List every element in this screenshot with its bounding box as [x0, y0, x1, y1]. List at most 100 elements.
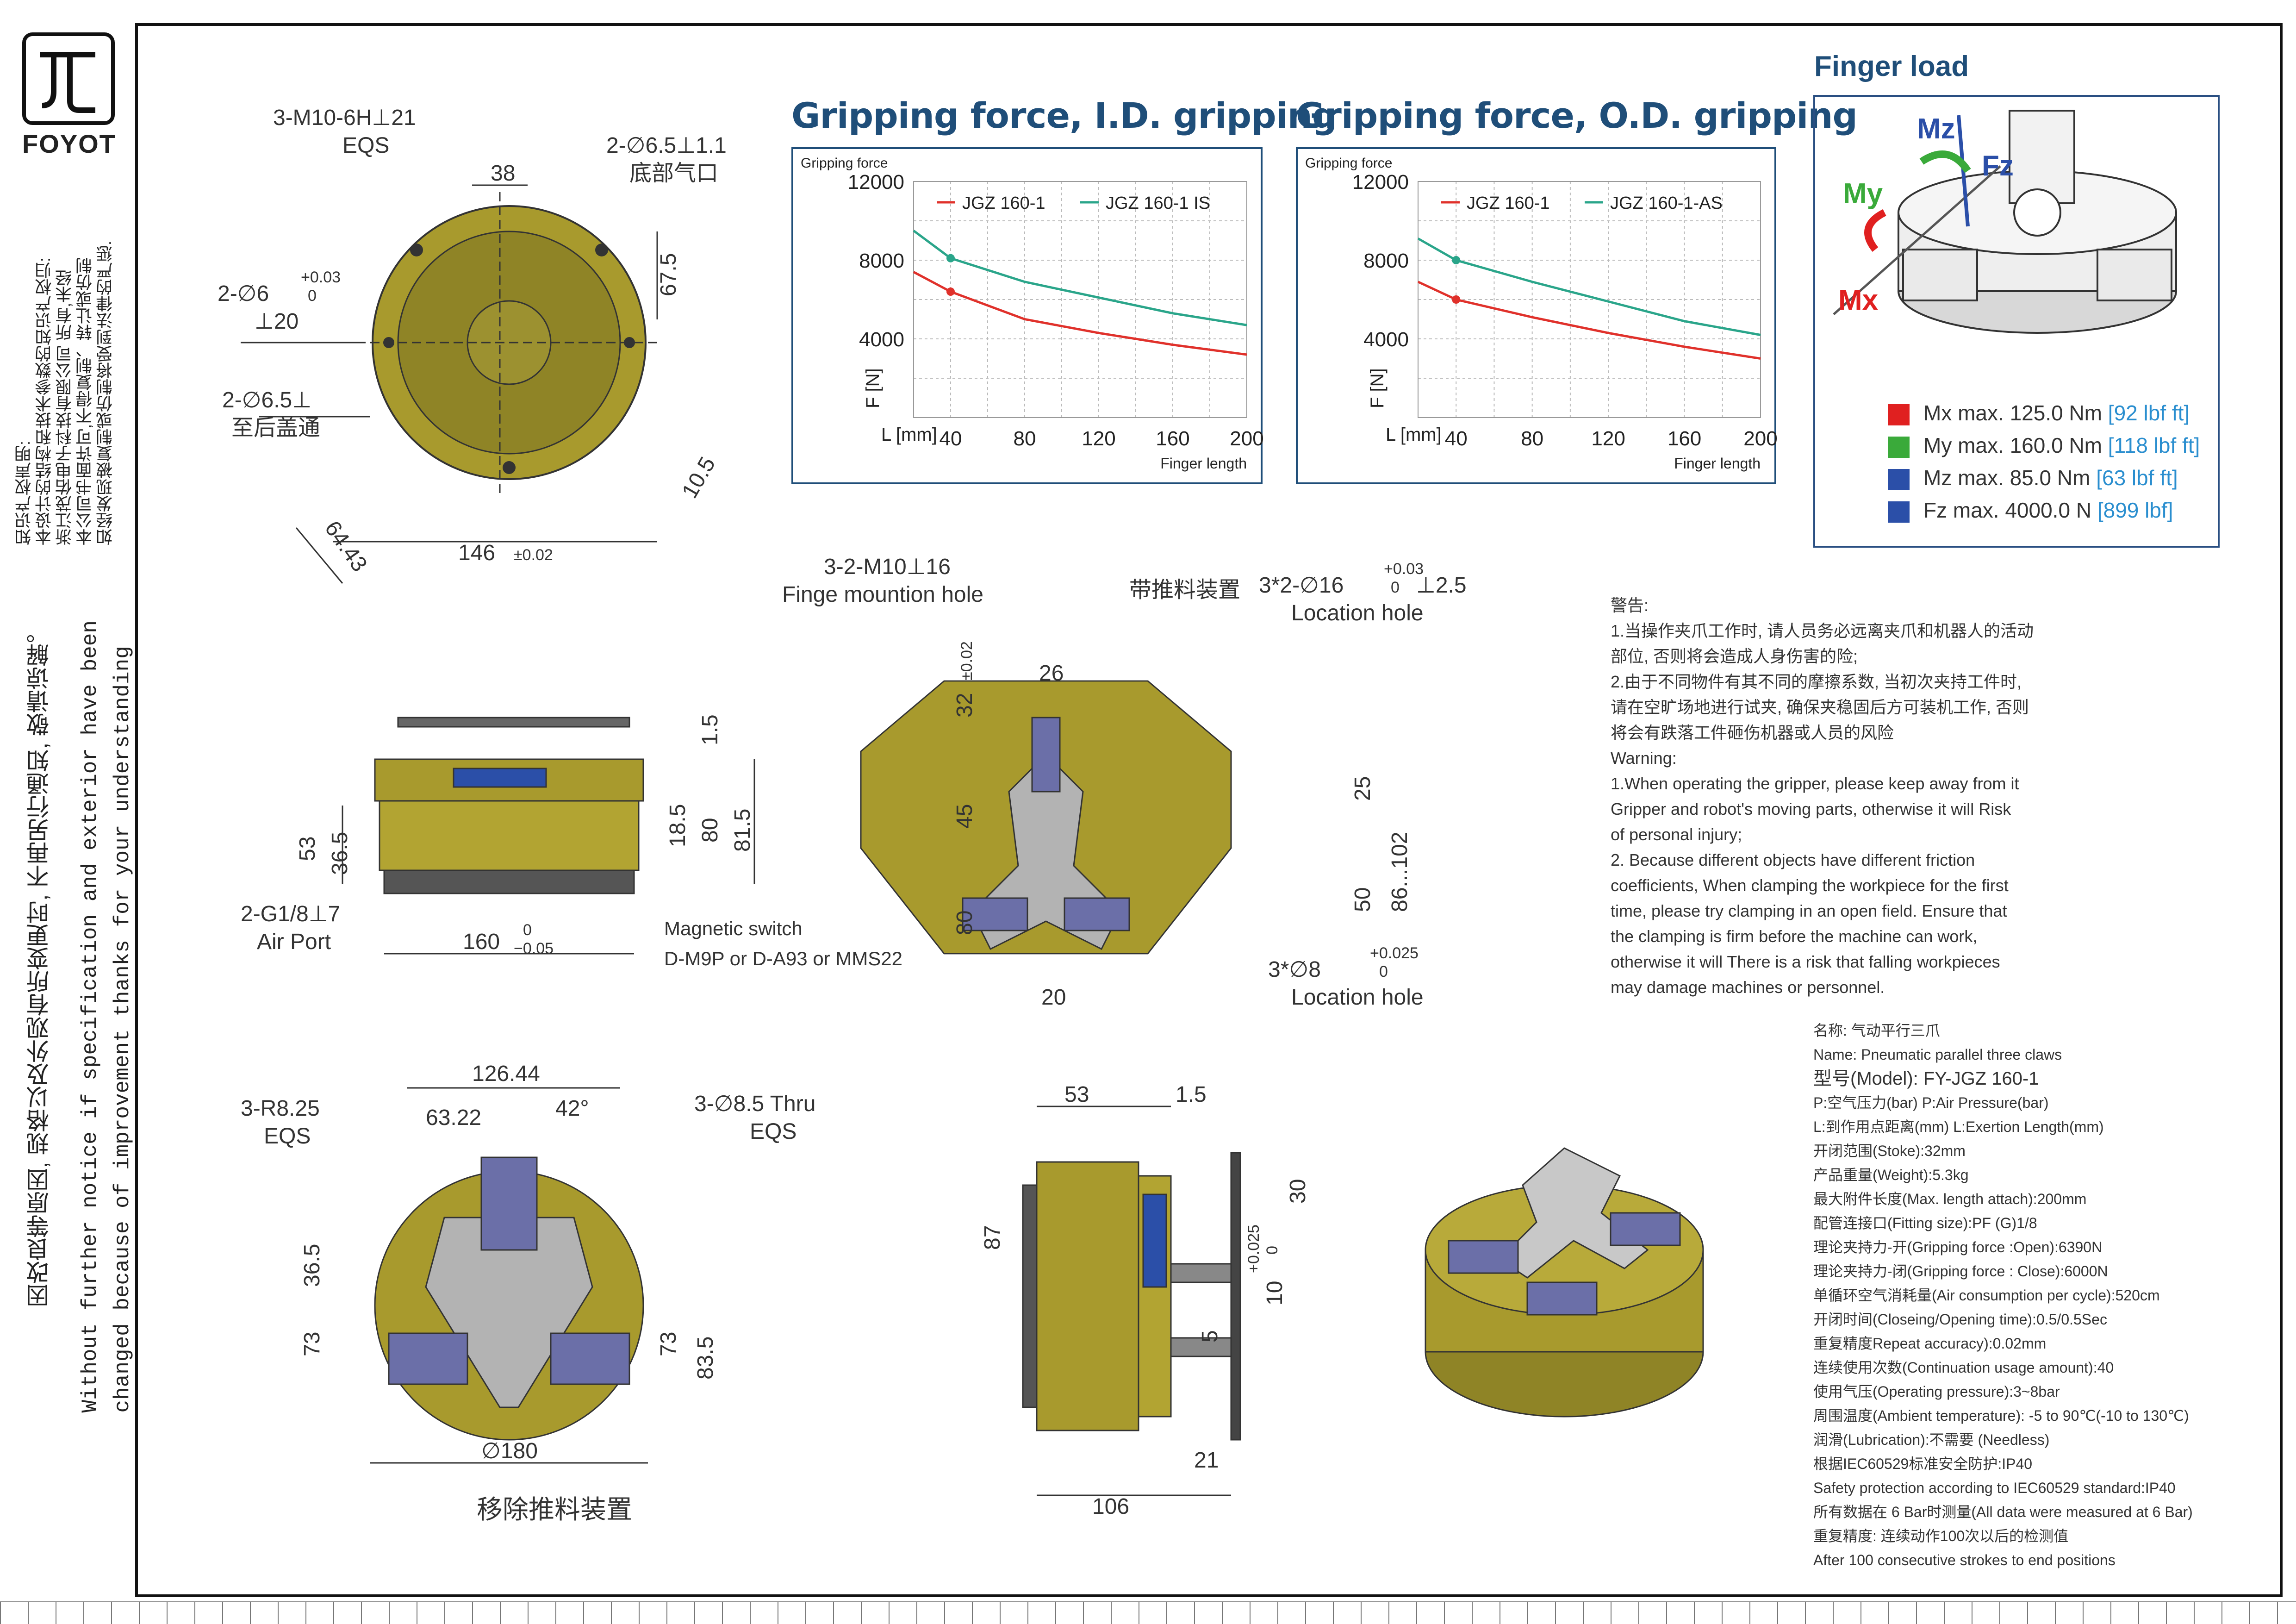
row-sym: Mx: [1923, 401, 1952, 425]
row-sym: Mz: [1923, 466, 1952, 490]
spec-line: Safety protection according to IEC60529 …: [1813, 1480, 2176, 1496]
bsv-dim-10: 10: [1263, 1281, 1287, 1305]
spec-line: 型号(Model): FY-JGZ 160-1: [1813, 1068, 2039, 1089]
btv-ang42: 42°: [555, 1096, 589, 1121]
btv-dim-365: 36.5: [300, 1244, 324, 1287]
y-axis-top-label: Gripping force: [801, 156, 888, 171]
ctv-dim-25: 25: [1350, 776, 1375, 801]
chart-title-id: Gripping force, I.D. gripping: [791, 95, 1337, 136]
spec-line: 周围温度(Ambient temperature): -5 to 90℃(-10…: [1813, 1407, 2189, 1424]
dim-105: 10.5: [678, 453, 721, 502]
ctv-loc2-tol-bot: 0: [1379, 963, 1388, 981]
side-dim-815: 81.5: [730, 809, 755, 852]
cn-notice: 因改良等原因, 规格以及外观有所变更时, 不再另行通知, 敬请谅解。: [23, 620, 56, 1307]
bsv-dim-10-tol-bot: 0: [1263, 1246, 1281, 1255]
ctv-dim-20: 20: [1041, 985, 1066, 1010]
dim-hole65b: 2-∅6.5⊥: [222, 388, 311, 412]
row-sym: Fz: [1923, 498, 1948, 522]
cn-notice-line: 因改良等原因, 规格以及外观有所变更时, 不再另行通知, 敬请谅解。: [26, 620, 52, 1307]
x-tick-label: 120: [1591, 427, 1625, 450]
y-tick-label: 8000: [1363, 250, 1409, 272]
spec-line: 使用气压(Operating pressure):3~8bar: [1813, 1383, 2060, 1400]
ip-line: 本公司书面许可,不得复制、转让或仿制: [75, 257, 94, 546]
ctv-loc2-en: Location hole: [1291, 985, 1424, 1010]
en-notice-line: Without further notice if specification …: [78, 620, 102, 1413]
dim-hole65a: 2-∅6.5⊥1.1: [606, 133, 727, 158]
ip-line: 知识产权声明:: [14, 441, 33, 546]
y-tick-label: 4000: [1363, 328, 1409, 351]
finger-load-row-mx: Mx max. 125.0 Nm [92 lbf ft]: [1888, 400, 2190, 425]
ctv-thread: 3-2-M10⊥16: [824, 555, 951, 579]
side-dim-80: 80: [698, 818, 722, 843]
ctv-loc2: 3*∅8: [1268, 957, 1321, 982]
warning-line: 部位, 否则将会造成人身伤害的险;: [1611, 647, 1858, 666]
btv-footer: 移除推料装置: [477, 1495, 632, 1524]
btv-dim-180: ∅180: [481, 1439, 538, 1463]
top-view-drawing: 3-M10-6H⊥21 EQS 38 2-∅6.5⊥1.1 底部气口 2-∅6 …: [218, 106, 727, 584]
btv-r825-eqs: EQS: [264, 1124, 311, 1149]
row-lbf: [899 lbf]: [2097, 498, 2173, 522]
row-lbf: [63 lbf ft]: [2096, 466, 2178, 490]
finger-load-title: Finger load: [1814, 50, 1969, 82]
series-marker-1: [1452, 256, 1461, 264]
series-line-1: [913, 230, 1247, 326]
y-tick-label: 8000: [859, 250, 904, 272]
series-marker-0: [946, 287, 955, 296]
series-line-0: [1417, 281, 1761, 360]
x-axis-left-label: L [mm]: [881, 425, 937, 445]
warning-line: of personal injury;: [1611, 825, 1742, 844]
side-dim-365: 36.5: [328, 832, 352, 875]
side-dim-15: 1.5: [698, 714, 722, 745]
ctv-dim-32-tol: ±0.02: [958, 641, 976, 681]
spec-line: 重复精度: 连续动作100次以后的检测值: [1813, 1528, 2069, 1544]
dim-hole65b-note: 至后盖通: [231, 416, 320, 440]
legend-label-1: JGZ 160-1 IS: [1106, 194, 1210, 213]
x-tick-label: 40: [940, 427, 962, 450]
x-tick-label: 160: [1668, 427, 1701, 450]
spec-line: P:空气压力(bar) P:Air Pressure(bar): [1813, 1094, 2049, 1111]
dim-6443: 64.43: [320, 517, 372, 576]
bsv-dim-15: 1.5: [1176, 1082, 1207, 1107]
axis-label-fz: Fz: [1982, 150, 2014, 182]
dim-146: 146: [458, 541, 495, 565]
spec-line: 名称: 气动平行三爪: [1813, 1022, 1940, 1039]
warning-line: 1.当操作夹爪工作时, 请人员务必远离夹爪和机器人的活动: [1611, 621, 2034, 640]
x-tick-label: 160: [1156, 427, 1189, 450]
y-tick-label: 12000: [1352, 171, 1409, 194]
warning-line: otherwise it will There is a risk that f…: [1611, 952, 2000, 971]
ctv-dim-50: 50: [1350, 887, 1375, 912]
btv-dim-73a: 73: [300, 1332, 324, 1356]
spec-line: Name: Pneumatic parallel three claws: [1813, 1046, 2062, 1063]
btv-dim-12644: 126.44: [472, 1062, 540, 1086]
spec-line: 最大附件长度(Max. length attach):200mm: [1813, 1191, 2087, 1207]
drawing-frame: [135, 23, 2283, 1597]
side-mag: Magnetic switch: [664, 918, 803, 939]
foyot-logo-icon: [22, 32, 115, 125]
ip-line: 本设计的结构和技术参数的知识产权归:: [35, 257, 54, 546]
warning-line: 2. Because different objects have differ…: [1611, 850, 1975, 869]
brand-name: FOYOT: [22, 129, 116, 158]
spec-line: 理论夹持力-开(Gripping force :Open):6390N: [1813, 1239, 2103, 1255]
ip-line: 如经发现被复制或仿制将受到法律的严惩.: [96, 241, 115, 546]
side-dim-185: 18.5: [666, 804, 690, 847]
bsv-dim-10-tol-top: +0.025: [1245, 1224, 1263, 1273]
y-axis-label: F [N]: [863, 368, 883, 408]
ip-line: 浙江茂佑电子科技有限公司 所有,未经: [55, 269, 74, 546]
x-tick-label: 80: [1014, 427, 1036, 450]
dim-pin6-tol-bot: 0: [308, 287, 317, 305]
spec-line: L:到作用点距离(mm) L:Exertion Length(mm): [1813, 1118, 2104, 1135]
swatch-mz: [1888, 468, 1910, 490]
side-view-drawing: 1.5 18.5 80 81.5 53 36.5 2-G1/8⊥7 Air Po…: [241, 714, 902, 969]
btv-dim-6322: 63.22: [426, 1106, 481, 1130]
row-lbf: [92 lbf ft]: [2108, 401, 2190, 425]
axis-label-mx: Mx: [1838, 284, 1879, 316]
spec-line: 产品重量(Weight):5.3kg: [1813, 1167, 1969, 1183]
side-dim-160-tol-top: 0: [523, 921, 532, 939]
bottom-top-view-drawing: 126.44 63.22 42° 3-R8.25 EQS 3-∅8.5 Thru…: [241, 1062, 815, 1524]
center-top-view-drawing: 带推料装置 3-2-M10⊥16 Finge mountion hole 3*2…: [782, 555, 1467, 1010]
row-text: max. 85.0 Nm: [1958, 466, 2091, 490]
x-axis-right-label: Finger length: [1674, 455, 1761, 472]
row-sym: My: [1923, 433, 1952, 457]
dim-thread: 3-M10-6H⊥21: [273, 106, 416, 130]
